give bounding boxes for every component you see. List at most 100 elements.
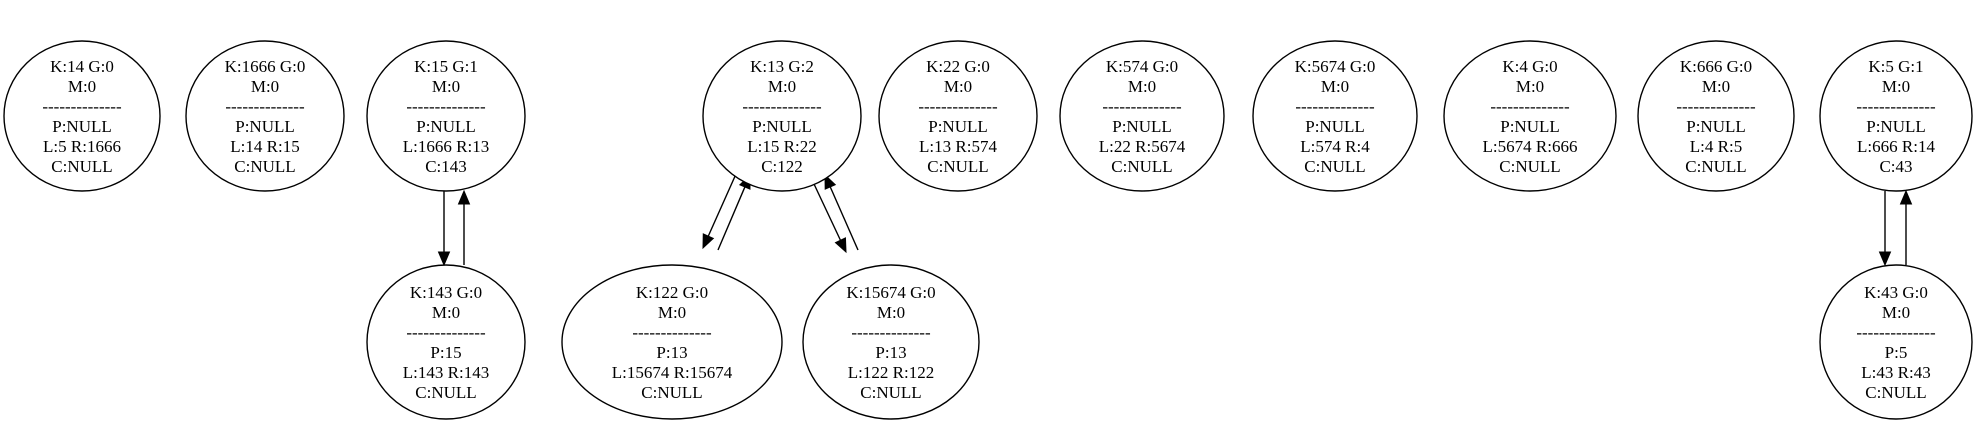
node-label-line: P:NULL bbox=[52, 117, 112, 136]
node-label-line: -------------- bbox=[406, 97, 486, 116]
edge-n143-to-n15 bbox=[457, 189, 471, 265]
node-label-line: -------------- bbox=[632, 323, 712, 342]
node-ellipse bbox=[1059, 40, 1225, 192]
node-n43: K:43 G:0M:0--------------P:5L:43 R:43C:N… bbox=[1819, 264, 1973, 420]
node-ellipse bbox=[802, 264, 980, 420]
node-label-line: L:4 R:5 bbox=[1690, 137, 1742, 156]
node-label-line: C:NULL bbox=[1111, 157, 1172, 176]
node-ellipse bbox=[878, 40, 1038, 192]
node-label-line: P:NULL bbox=[235, 117, 295, 136]
node-label-line: P:NULL bbox=[1866, 117, 1926, 136]
node-ellipse bbox=[1819, 40, 1973, 192]
node-label-line: -------------- bbox=[1295, 97, 1375, 116]
node-label-line: C:NULL bbox=[415, 383, 476, 402]
node-label-line: -------------- bbox=[742, 97, 822, 116]
node-label-line: P:NULL bbox=[1112, 117, 1172, 136]
node-label-line: P:NULL bbox=[1305, 117, 1365, 136]
node-label-line: P:15 bbox=[430, 343, 461, 362]
arrowhead bbox=[702, 233, 715, 250]
node-label-line: C:143 bbox=[425, 157, 467, 176]
node-label-line: K:22 G:0 bbox=[926, 57, 990, 76]
node-label-line: K:4 G:0 bbox=[1502, 57, 1557, 76]
node-label-line: M:0 bbox=[1128, 77, 1156, 96]
node-label-line: L:574 R:4 bbox=[1300, 137, 1370, 156]
node-label-line: K:143 G:0 bbox=[410, 283, 482, 302]
node-label-line: K:666 G:0 bbox=[1680, 57, 1752, 76]
node-label-line: P:NULL bbox=[1686, 117, 1746, 136]
node-label-line: P:NULL bbox=[416, 117, 476, 136]
node-ellipse bbox=[3, 40, 161, 192]
node-ellipse bbox=[185, 40, 345, 192]
node-label-line: -------------- bbox=[1490, 97, 1570, 116]
node-label-line: L:22 R:5674 bbox=[1099, 137, 1186, 156]
node-label-line: -------------- bbox=[1856, 97, 1936, 116]
node-label-line: L:143 R:143 bbox=[403, 363, 489, 382]
edge-n43-to-n5 bbox=[1899, 189, 1913, 265]
node-label-line: L:122 R:122 bbox=[848, 363, 934, 382]
node-label-line: C:NULL bbox=[641, 383, 702, 402]
node-label-line: P:NULL bbox=[928, 117, 988, 136]
node-label-line: K:122 G:0 bbox=[636, 283, 708, 302]
node-label-line: K:14 G:0 bbox=[50, 57, 114, 76]
arrowhead bbox=[834, 237, 847, 254]
edge-line bbox=[707, 173, 737, 237]
edge-n13-to-n122 bbox=[702, 173, 737, 250]
edge-n122-to-n13 bbox=[717, 173, 751, 251]
node-label-line: K:5674 G:0 bbox=[1295, 57, 1376, 76]
node-label-line: -------------- bbox=[42, 97, 122, 116]
node-label-line: -------------- bbox=[1676, 97, 1756, 116]
node-label-line: M:0 bbox=[68, 77, 96, 96]
node-n143: K:143 G:0M:0--------------P:15L:143 R:14… bbox=[366, 264, 526, 420]
node-ellipse bbox=[1443, 40, 1617, 192]
node-label-line: K:43 G:0 bbox=[1864, 283, 1928, 302]
node-label-line: C:NULL bbox=[1865, 383, 1926, 402]
edge-n13-to-n15674 bbox=[813, 183, 847, 254]
node-label-line: M:0 bbox=[877, 303, 905, 322]
node-label-line: L:1666 R:13 bbox=[403, 137, 489, 156]
node-label-line: M:0 bbox=[432, 77, 460, 96]
arrowhead bbox=[457, 189, 471, 205]
node-ellipse bbox=[1637, 40, 1795, 192]
node-label-line: L:15674 R:15674 bbox=[612, 363, 733, 382]
node-label-line: M:0 bbox=[1882, 77, 1910, 96]
node-label-line: L:13 R:574 bbox=[919, 137, 997, 156]
node-label-line: C:NULL bbox=[1499, 157, 1560, 176]
node-label-line: M:0 bbox=[1321, 77, 1349, 96]
node-label-line: M:0 bbox=[768, 77, 796, 96]
arrowhead bbox=[1899, 189, 1913, 205]
node-label-line: P:13 bbox=[656, 343, 687, 362]
node-label-line: M:0 bbox=[1882, 303, 1910, 322]
node-label-line: P:NULL bbox=[752, 117, 812, 136]
node-label-line: M:0 bbox=[1702, 77, 1730, 96]
edge-line bbox=[717, 186, 746, 251]
node-label-line: M:0 bbox=[432, 303, 460, 322]
node-label-line: K:15674 G:0 bbox=[846, 283, 935, 302]
node-label-line: -------------- bbox=[406, 323, 486, 342]
node-ellipse bbox=[366, 264, 526, 420]
arrowhead bbox=[824, 173, 837, 190]
node-label-line: L:43 R:43 bbox=[1861, 363, 1930, 382]
node-n15674: K:15674 G:0M:0--------------P:13L:122 R:… bbox=[802, 264, 980, 420]
node-ellipse bbox=[366, 40, 526, 192]
arrowhead bbox=[437, 251, 451, 267]
node-label-line: P:NULL bbox=[1500, 117, 1560, 136]
node-label-line: C:NULL bbox=[51, 157, 112, 176]
node-label-line: P:13 bbox=[875, 343, 906, 362]
node-label-line: -------------- bbox=[225, 97, 305, 116]
node-label-line: L:15 R:22 bbox=[747, 137, 816, 156]
node-label-line: C:NULL bbox=[1304, 157, 1365, 176]
node-label-line: C:43 bbox=[1879, 157, 1912, 176]
node-label-line: -------------- bbox=[1856, 323, 1936, 342]
edge-n5-to-n43 bbox=[1878, 191, 1892, 267]
node-ellipse bbox=[561, 264, 783, 420]
